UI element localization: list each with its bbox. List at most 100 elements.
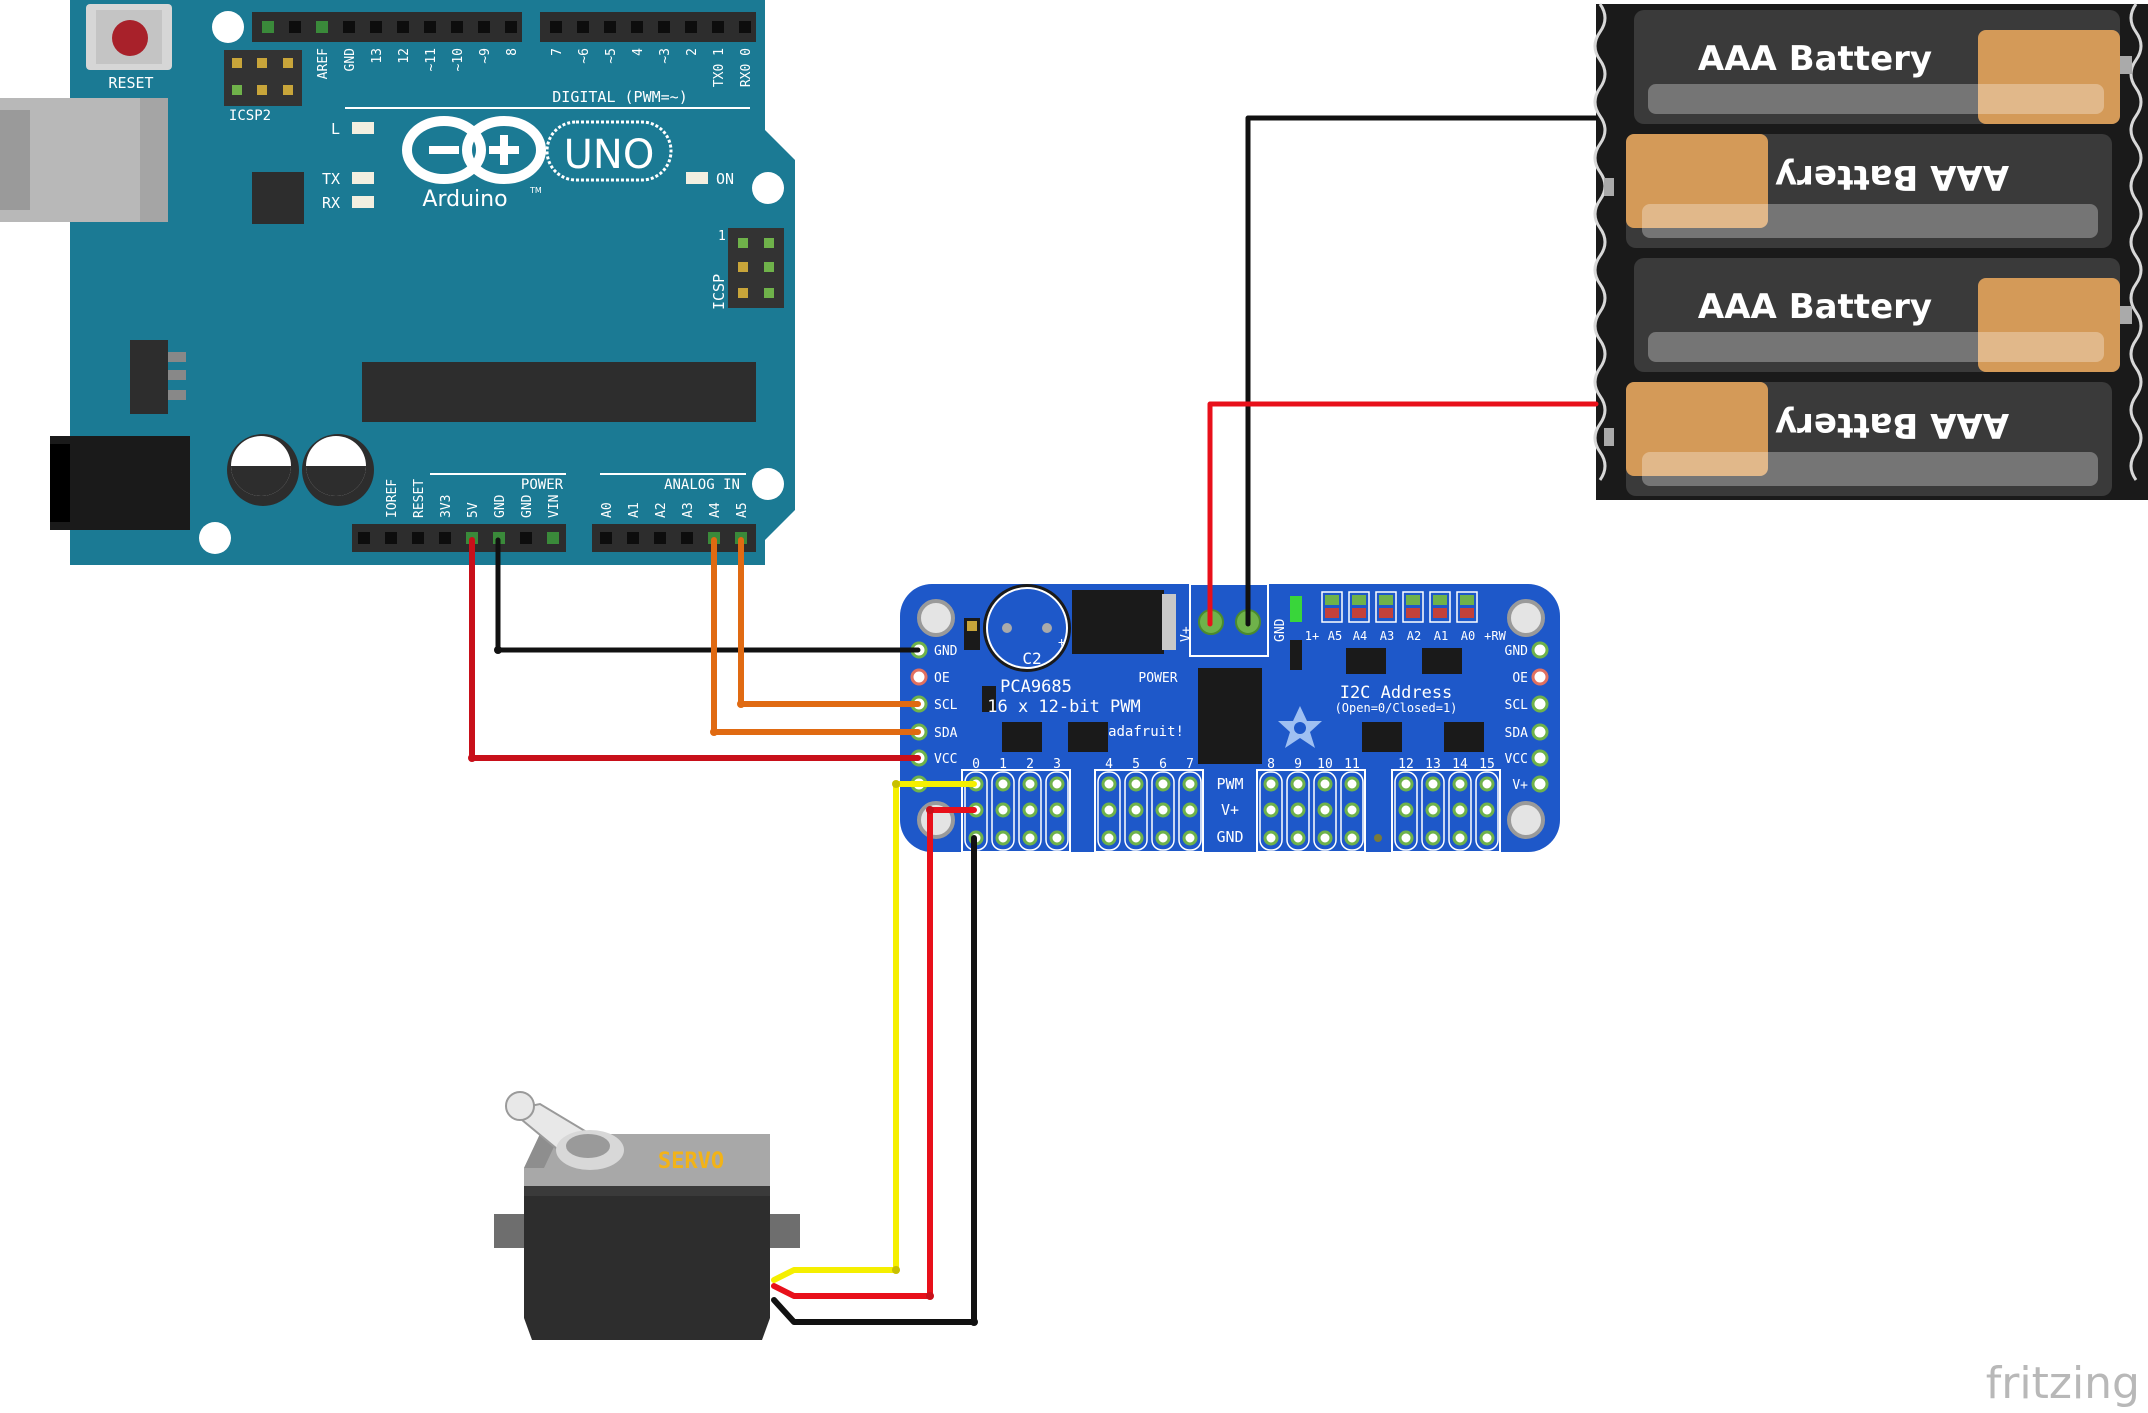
power-pin-label: GND xyxy=(493,494,508,518)
digital-pin-hole xyxy=(712,21,724,33)
chip-description: 16 x 12-bit PWM xyxy=(987,697,1141,717)
channel-pin xyxy=(1290,802,1306,818)
digital-pin-hole xyxy=(658,21,670,33)
icsp-header: ICSP 1 xyxy=(710,228,784,310)
digital-pin-label: 4 xyxy=(631,48,646,56)
digital-pin-hole xyxy=(685,21,697,33)
right-pin xyxy=(1531,668,1549,686)
status-leds: L TX RX ON xyxy=(322,120,734,212)
channel-pin xyxy=(1101,776,1117,792)
power-pin-hole xyxy=(439,532,451,544)
right-pin xyxy=(1531,749,1549,767)
channel-number: 6 xyxy=(1159,757,1167,772)
servo-motor: SERVO xyxy=(494,1091,800,1340)
power-label-pca: POWER xyxy=(1138,671,1177,686)
channel-pin xyxy=(1182,776,1198,792)
digital-pin-hole xyxy=(505,21,517,33)
digital-pin-label: ~3 xyxy=(658,48,673,64)
channel-number: 8 xyxy=(1267,757,1275,772)
channel-number: 5 xyxy=(1132,757,1140,772)
address-label: A4 xyxy=(1353,629,1367,643)
wire-servo-power xyxy=(771,807,977,1299)
digital-pin-label: GND xyxy=(343,48,358,72)
digital-pin-hole xyxy=(343,21,355,33)
channel-pin xyxy=(1344,802,1360,818)
analog-pin-label: A2 xyxy=(654,502,669,518)
gnd-terminal-label: GND xyxy=(1273,618,1288,642)
channel-pin xyxy=(995,802,1011,818)
channel-pin xyxy=(1128,802,1144,818)
adafruit-brand: adafruit! xyxy=(1108,724,1184,740)
address-label: A1 xyxy=(1434,629,1448,643)
digital-pin-hole xyxy=(451,21,463,33)
wire-scl xyxy=(738,537,921,707)
channel-number: 4 xyxy=(1105,757,1113,772)
i2c-title: I2C Address xyxy=(1340,683,1453,703)
channel-pin xyxy=(1344,776,1360,792)
digital-pin-label: 2 xyxy=(685,48,700,56)
address-label: A2 xyxy=(1407,629,1421,643)
left-pin-label: VCC xyxy=(934,752,957,767)
left-pin-label: OE xyxy=(934,671,950,686)
channel-pin xyxy=(1425,776,1441,792)
channel-pin xyxy=(1479,830,1495,846)
icsp-pin1-label: 1 xyxy=(718,229,726,244)
analog-header xyxy=(592,524,756,552)
svg-text:AAA Battery: AAA Battery xyxy=(1775,405,2009,445)
channel-pin xyxy=(1155,776,1171,792)
channel-number: 14 xyxy=(1452,757,1468,772)
channel-number: 10 xyxy=(1317,757,1333,772)
led-on-label: ON xyxy=(716,170,734,188)
channel-number: 9 xyxy=(1294,757,1302,772)
row-label-pwm: PWM xyxy=(1216,775,1243,793)
uno-model: UNO xyxy=(564,132,655,178)
channel-pin xyxy=(1182,802,1198,818)
channel-pin xyxy=(1022,830,1038,846)
power-pin-hole xyxy=(547,532,559,544)
led-rx-label: RX xyxy=(322,194,340,212)
usb-chip xyxy=(252,172,304,224)
channel-pin xyxy=(1049,776,1065,792)
led-tx-label: TX xyxy=(322,170,340,188)
power-pin-label: 3V3 xyxy=(439,495,454,518)
channel-pin xyxy=(1022,802,1038,818)
channel-pin xyxy=(1425,802,1441,818)
power-pin-label: RESET xyxy=(412,479,427,518)
wire-servo-signal xyxy=(771,781,977,1283)
right-pin xyxy=(1531,695,1549,713)
channel-number: 0 xyxy=(972,757,980,772)
right-pin-label: VCC xyxy=(1505,752,1528,767)
digital-pin-hole xyxy=(316,21,328,33)
address-label: A5 xyxy=(1328,629,1342,643)
svg-text:AAA Battery: AAA Battery xyxy=(1698,39,1932,79)
digital-pin-hole xyxy=(631,21,643,33)
right-pin xyxy=(1531,723,1549,741)
digital-pin-label: 7 xyxy=(550,48,565,56)
channel-pin xyxy=(1344,830,1360,846)
analog-pin-hole xyxy=(600,532,612,544)
channel-pin xyxy=(1263,802,1279,818)
led-l-label: L xyxy=(331,120,340,138)
svg-text:AAA Battery: AAA Battery xyxy=(1775,157,2009,197)
channel-pin xyxy=(995,776,1011,792)
channel-number: 1 xyxy=(999,757,1007,772)
svg-text:+: + xyxy=(1058,635,1065,649)
power-pin-label: 5V xyxy=(466,502,481,518)
svg-text:AAA Battery: AAA Battery xyxy=(1698,287,1932,327)
digital-pin-label: 12 xyxy=(397,48,412,64)
analog-label: ANALOG IN xyxy=(664,477,740,493)
channel-pin xyxy=(1317,776,1333,792)
channel-number: 13 xyxy=(1425,757,1441,772)
channel-pin xyxy=(1101,802,1117,818)
arduino-tm: TM xyxy=(529,186,542,195)
digital-pin-label: AREF xyxy=(316,48,331,79)
power-terminal: V+ GND xyxy=(1179,583,1288,657)
left-pin xyxy=(910,668,928,686)
wire-battery-vplus xyxy=(1207,401,1599,627)
digital-pin-hole xyxy=(604,21,616,33)
power-regulator: POWER xyxy=(1072,590,1178,686)
channel-pin xyxy=(1290,830,1306,846)
digital-pin-label: RX0 0 xyxy=(739,48,754,87)
